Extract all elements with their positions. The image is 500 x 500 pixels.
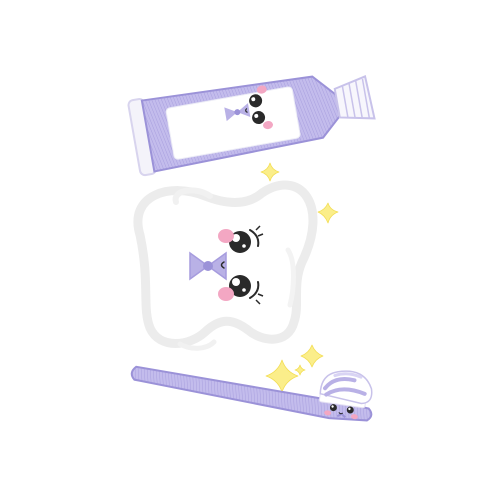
toothbrush-face — [324, 404, 358, 420]
sparkle-icon — [300, 344, 324, 368]
toothbrush-icon — [130, 365, 373, 422]
blush-left — [218, 229, 234, 243]
toothbrush-handle — [130, 365, 373, 422]
tube-face — [224, 85, 273, 130]
tube-label — [165, 86, 301, 160]
blush-right — [218, 287, 234, 301]
tooth-face — [189, 225, 264, 305]
sparkle-icon — [294, 364, 306, 376]
eye-icon — [229, 275, 264, 305]
tube-cap — [333, 75, 376, 120]
mouth — [220, 261, 225, 269]
sparkle-icon — [265, 359, 299, 393]
sparkle-icon — [317, 202, 339, 224]
eye-icon — [229, 225, 264, 253]
tooth-character-icon — [133, 180, 318, 351]
bow-icon — [189, 251, 210, 281]
sparkle-icon — [260, 162, 280, 182]
paste-swirl — [319, 370, 373, 405]
toothpaste-tube-icon — [127, 75, 376, 177]
